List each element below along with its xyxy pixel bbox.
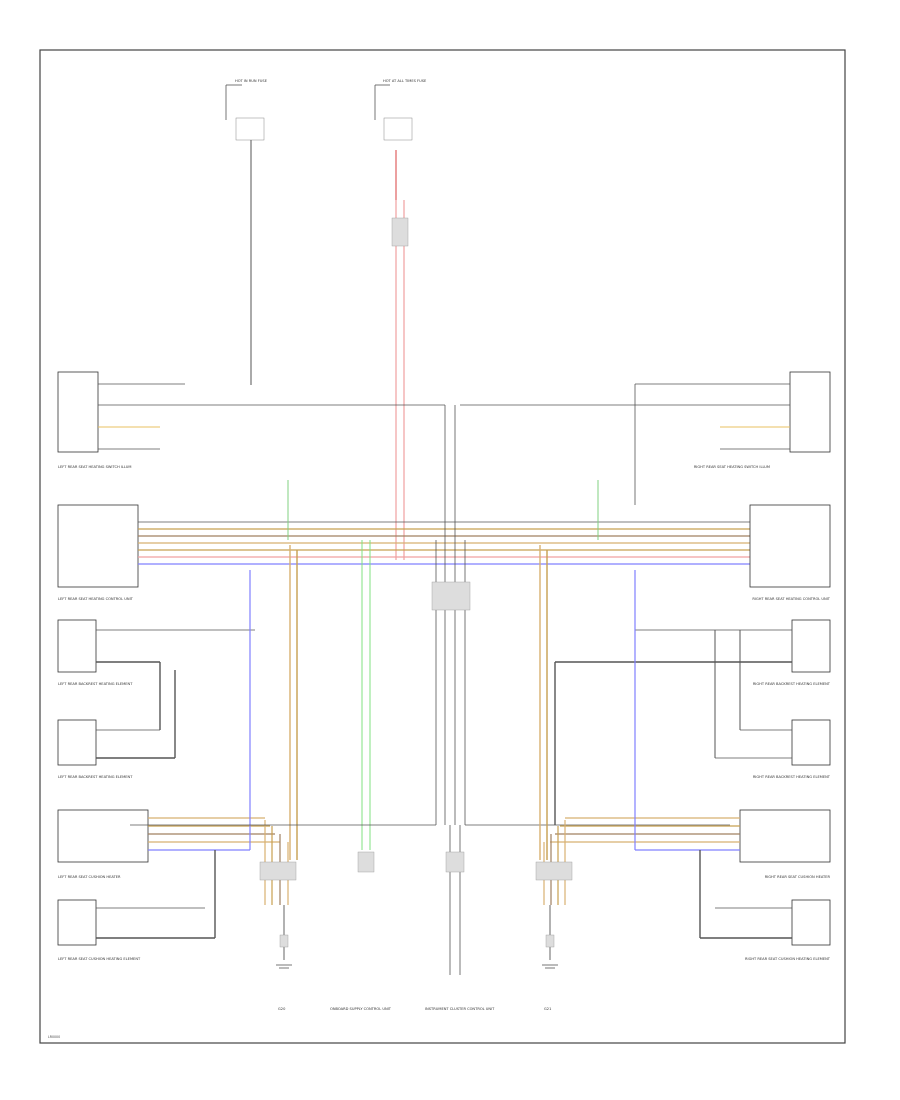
left-rear-seat-cushion-heating-element: LEFT REAR SEAT CUSHION HEATING ELEMENT (57, 850, 216, 961)
left-backrest-label: LEFT REAR BACKREST HEATING ELEMENT (58, 682, 133, 686)
left-rear-seat-heating-control-unit: LEFT REAR SEAT HEATING CONTROL UNIT (57, 504, 750, 601)
left-control-unit-label: LEFT REAR SEAT HEATING CONTROL UNIT (58, 597, 134, 601)
fuse-top-left: HOT IN RUN FUSE (225, 79, 268, 385)
fuse-top-center: HOT AT ALL TIMES FUSE (374, 79, 427, 141)
right-rear-backrest-heating-element: RIGHT REAR BACKREST HEATING ELEMENT (554, 619, 831, 825)
center-connectors: ONBOARD SUPPLY CONTROL UNIT INSTRUMENT C… (130, 405, 730, 1011)
left-cushion-element-label: LEFT REAR SEAT CUSHION HEATING ELEMENT (58, 957, 141, 961)
left-rear-backrest-heating-element: LEFT REAR BACKREST HEATING ELEMENT (57, 619, 255, 730)
right-rear-seat-heating-control-unit: RIGHT REAR SEAT HEATING CONTROL UNIT (749, 504, 831, 601)
right-cushion-element-label: RIGHT REAR SEAT CUSHION HEATING ELEMENT (745, 957, 831, 961)
left-bus-wires (249, 545, 298, 960)
right-rear-backrest-element-2: RIGHT REAR BACKREST HEATING ELEMENT (714, 630, 831, 779)
left-rear-seat-heating-switch: LEFT REAR SEAT HEATING SWITCH ILLUM (57, 371, 445, 469)
right-backrest-2-label: RIGHT REAR BACKREST HEATING ELEMENT (753, 775, 831, 779)
fuse-top-center-label: HOT AT ALL TIMES FUSE (383, 79, 427, 83)
ground-right-label: G21 (544, 1007, 551, 1011)
instrument-cluster-label: INSTRUMENT CLUSTER CONTROL UNIT (425, 1007, 495, 1011)
footer-code: LR0000 (48, 1035, 60, 1039)
left-switch-label: LEFT REAR SEAT HEATING SWITCH ILLUM (58, 465, 131, 469)
ground-left-label: G20 (278, 1007, 286, 1011)
left-cushion-label: LEFT REAR SEAT CUSHION HEATER (58, 875, 121, 879)
right-cushion-label: RIGHT REAR SEAT CUSHION HEATER (765, 875, 831, 879)
right-control-unit-label: RIGHT REAR SEAT HEATING CONTROL UNIT (752, 597, 830, 601)
right-switch-label: RIGHT REAR SEAT HEATING SWITCH ILLUM (694, 465, 770, 469)
diagram-frame (39, 49, 846, 1044)
left-rear-backrest-element-2: LEFT REAR BACKREST HEATING ELEMENT (57, 670, 176, 779)
right-rear-seat-cushion-heater: RIGHT REAR SEAT CUSHION HEATER (550, 809, 831, 879)
right-bus-wires (535, 545, 636, 960)
right-rear-seat-heating-switch: RIGHT REAR SEAT HEATING SWITCH ILLUM (460, 371, 831, 469)
left-rear-seat-cushion-heater: LEFT REAR SEAT CUSHION HEATER (57, 809, 280, 879)
ground-right: G21 (542, 964, 558, 1011)
green-wires (287, 480, 599, 850)
right-backrest-label: RIGHT REAR BACKREST HEATING ELEMENT (753, 682, 831, 686)
onboard-supply-label: ONBOARD SUPPLY CONTROL UNIT (330, 1007, 392, 1011)
right-rear-seat-cushion-heating-element: RIGHT REAR SEAT CUSHION HEATING ELEMENT (699, 850, 831, 961)
red-feed-wire (391, 150, 409, 560)
left-backrest-2-label: LEFT REAR BACKREST HEATING ELEMENT (58, 775, 133, 779)
fuse-top-left-label: HOT IN RUN FUSE (235, 79, 268, 83)
ground-left: G20 (276, 964, 292, 1011)
